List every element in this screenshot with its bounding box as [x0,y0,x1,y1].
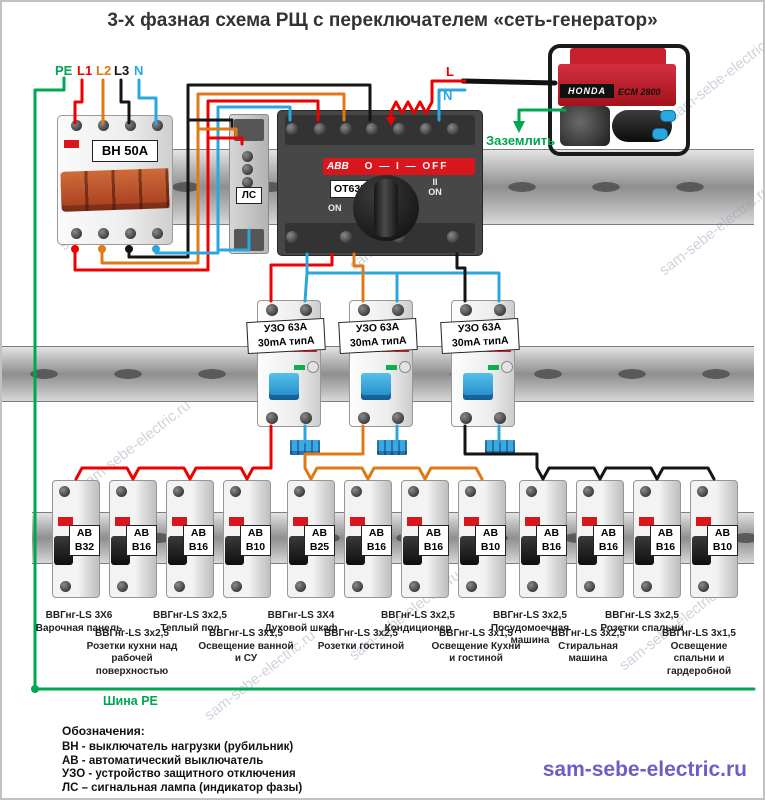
gen-line-l-label: L [446,64,454,79]
terminal-node [152,245,160,253]
ground-arrowhead [513,121,525,133]
generator-outlet [660,110,676,122]
generator-engine [560,106,610,146]
terminal-node [71,245,79,253]
abb-logo [64,140,79,148]
generator-cable [460,78,558,86]
terminal-node [98,245,106,253]
main-load-switch: ВН 50А [57,115,173,245]
mode-stripe: ABB O — I — OFF [323,158,475,175]
pe-bus-node [31,685,39,693]
rotary-knob [353,175,419,241]
legend-item: УЗО - устройство защитного отключения [62,768,296,780]
legend-item: ВН - выключатель нагрузки (рубильник) [62,741,294,753]
signal-lamp-label: ЛС [236,187,262,204]
feeder-label-l2: L2 [96,63,112,78]
legend-heading: Обозначения: [62,724,145,738]
wire-l2-to-rcd2 [352,252,365,303]
ground-note: Заземлить [486,133,556,148]
legend-item: АВ - автоматический выключатель [62,754,264,767]
terminal-node [125,245,133,253]
legend-item: ЛС – сигнальная лампа (индикатор фазы) [62,781,303,794]
abb-brand: ABB [327,161,349,172]
on-left-text: ON [328,203,342,213]
rcd-toggle [269,373,299,400]
page-title: 3-х фазная схема РЩ с переключателем «се… [107,10,658,31]
changeover-switch: ABB O — I — OFF OT63F3C ON II ON [277,110,483,256]
main-switch-label: ВН 50А [92,140,158,162]
feeder-label-l3: L3 [114,63,130,78]
feeder-label-l1: L1 [77,63,93,78]
neutral-terminal-block [290,440,320,455]
on-right-text: II ON [428,177,442,197]
wire-l3-to-lamp [186,118,234,130]
wire-l1-to-rcd1 [269,252,334,303]
switch-handle [60,168,170,212]
bus-l1-group1 [74,424,273,481]
gen-line-n-label: N [443,88,453,103]
legend: Обозначения: ВН - выключатель нагрузки (… [62,724,302,795]
feeder-label-n: N [134,63,144,78]
generator-model: ECM 2800 [618,87,661,97]
generator: HONDA ECM 2800 [548,44,690,156]
rcd-toggle [361,373,391,400]
neutral-terminal-block [377,440,407,455]
pe-bus-label: Шина PE [103,694,158,708]
feeder-label-pe: PE [55,63,73,78]
mode-text: O — I — OFF [364,161,449,172]
generator-brand: HONDA [560,84,614,98]
neutral-terminal-block [485,440,515,455]
wire-n-drop-rcd1 [303,271,309,303]
wire-l3-to-rcd3 [455,252,467,303]
generator-outlet [652,128,668,140]
signal-lamp-module: ЛС [229,114,269,254]
site-watermark: sam-sebe-electric.ru [542,758,747,781]
wire-n-to-rcds [305,252,501,303]
rcd-toggle [463,373,493,400]
